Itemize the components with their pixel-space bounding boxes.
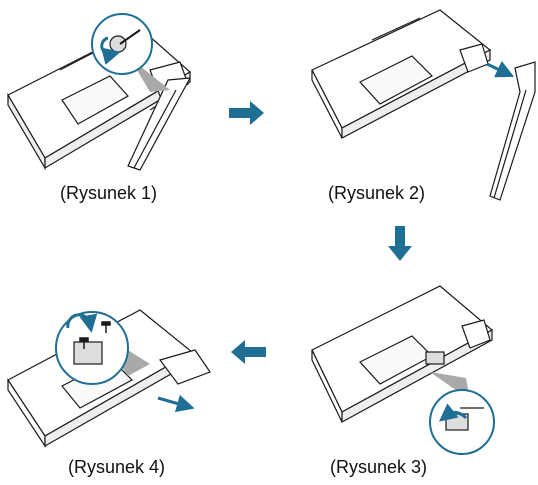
arrow-down bbox=[388, 226, 412, 261]
rotate-arrow-icon bbox=[66, 313, 98, 333]
figure-2-illustration bbox=[311, 9, 536, 201]
arrow-left bbox=[231, 340, 266, 364]
figure-3-caption: (Rysunek 3) bbox=[330, 457, 428, 477]
slide-arrow-icon bbox=[486, 61, 515, 78]
rotate-arrow-icon bbox=[100, 36, 121, 65]
slide-arrow-icon bbox=[438, 403, 468, 422]
slide-arrow-icon bbox=[157, 394, 195, 413]
figure-4-illustration bbox=[7, 309, 211, 448]
arrow-right bbox=[229, 101, 264, 125]
screw-icon bbox=[79, 337, 89, 349]
figure-1-illustration bbox=[7, 13, 192, 171]
figure-3-illustration bbox=[311, 285, 495, 455]
figure-1-caption: (Rysunek 1) bbox=[60, 183, 158, 203]
screw-icon bbox=[101, 321, 111, 333]
figure-4-caption: (Rysunek 4) bbox=[68, 457, 166, 477]
figure-2-caption: (Rysunek 2) bbox=[328, 183, 426, 203]
